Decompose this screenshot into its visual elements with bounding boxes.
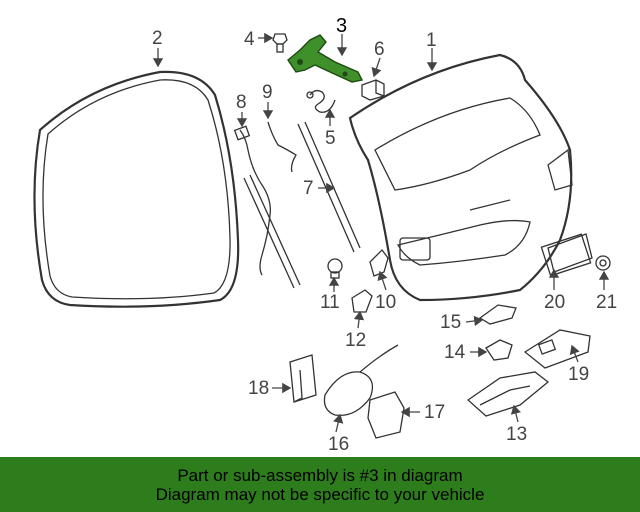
callout-4: 4	[244, 29, 255, 50]
callout-19: 19	[568, 364, 589, 385]
part-18-bracket[interactable]	[289, 354, 317, 403]
part-11-cap[interactable]	[327, 258, 343, 279]
part-6-bumper[interactable]	[361, 79, 385, 101]
callout-9: 9	[262, 82, 273, 103]
leader-lines	[152, 32, 610, 433]
part-17-module[interactable]	[367, 391, 405, 439]
callout-18: 18	[248, 378, 269, 399]
part-7-gas-strut[interactable]	[243, 121, 361, 289]
callout-16: 16	[328, 434, 349, 455]
part-10-bracket[interactable]	[369, 249, 389, 277]
part-8-harness[interactable]	[233, 125, 271, 276]
banner-line-2: Diagram may not be specific to your vehi…	[155, 484, 485, 504]
info-banner: Part or sub-assembly is #3 in diagram Di…	[0, 457, 640, 512]
callout-10: 10	[375, 292, 396, 313]
callout-17: 17	[424, 402, 445, 423]
part-13-latch[interactable]	[466, 371, 550, 417]
callout-1: 1	[426, 30, 437, 51]
part-5-harness[interactable]	[306, 89, 336, 113]
parts-diagram: 1 2 3 4 5 6 7 8 9 10 11 12 13 14 15 16 1…	[33, 15, 617, 455]
callout-15: 15	[440, 312, 461, 333]
callout-7: 7	[303, 178, 314, 199]
callout-20: 20	[544, 292, 565, 313]
part-20-plate[interactable]	[547, 233, 593, 273]
callout-11: 11	[320, 292, 340, 313]
callout-14: 14	[444, 342, 466, 363]
part-3-hinge-highlighted[interactable]	[287, 34, 364, 83]
callout-8: 8	[236, 92, 247, 113]
part-19-handle[interactable]	[523, 329, 591, 369]
callout-21: 21	[596, 292, 617, 313]
part-9-bracket[interactable]	[267, 121, 297, 173]
part-1-tailgate[interactable]	[348, 53, 592, 302]
part-4-bolt[interactable]	[272, 33, 288, 53]
callout-2: 2	[152, 28, 163, 49]
part-14-latch[interactable]	[485, 339, 513, 361]
callout-6: 6	[374, 39, 385, 60]
banner-line-1: Part or sub-assembly is #3 in diagram	[177, 465, 463, 485]
part-16-lock-actuator[interactable]	[323, 344, 399, 417]
callout-5: 5	[325, 128, 336, 149]
callout-12: 12	[345, 330, 366, 351]
callout-13: 13	[506, 424, 527, 445]
part-2-weatherstrip[interactable]	[33, 70, 240, 308]
part-12-switch[interactable]	[351, 289, 373, 313]
callout-3: 3	[336, 15, 347, 37]
part-15-bracket[interactable]	[478, 304, 517, 325]
part-21-nut[interactable]	[595, 255, 611, 271]
